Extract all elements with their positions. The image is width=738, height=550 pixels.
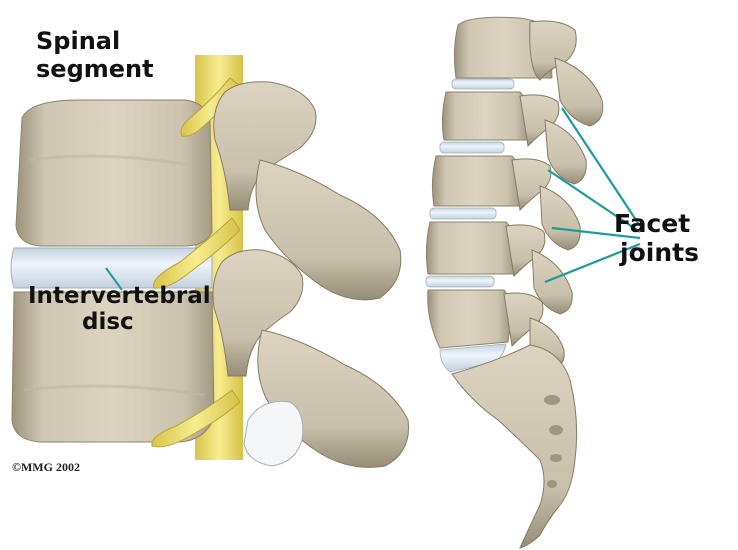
intervertebral-disc-label-line-1: Intervertebral (28, 283, 211, 309)
lumbar-spine-illustration (426, 17, 640, 548)
lumbar-vertebra-2 (442, 92, 528, 140)
spinal-segment-label: Spinal segment (36, 28, 154, 83)
spinal-segment-label-line-2: segment (36, 56, 154, 84)
spinal-segment-label-line-1: Spinal (36, 28, 154, 56)
lumbar-vertebra-5 (428, 290, 511, 348)
upper-vertebral-body (16, 100, 212, 246)
intervertebral-disc-label: Intervertebral disc (28, 283, 211, 336)
intervertebral-disc-label-line-2: disc (28, 309, 211, 335)
cut-bone-surface (244, 401, 303, 466)
facet-joints-label-line-1: Facet (614, 210, 699, 239)
spinal-segment-illustration (11, 55, 409, 467)
lumbar-vertebra-3 (432, 156, 520, 206)
facet-joints-label: Facet joints (614, 210, 699, 268)
copyright-notice: ©MMG 2002 (12, 460, 80, 475)
lumbar-vertebra-4 (426, 222, 514, 274)
sacrum (452, 345, 577, 548)
facet-joints-label-line-2: joints (614, 239, 699, 268)
